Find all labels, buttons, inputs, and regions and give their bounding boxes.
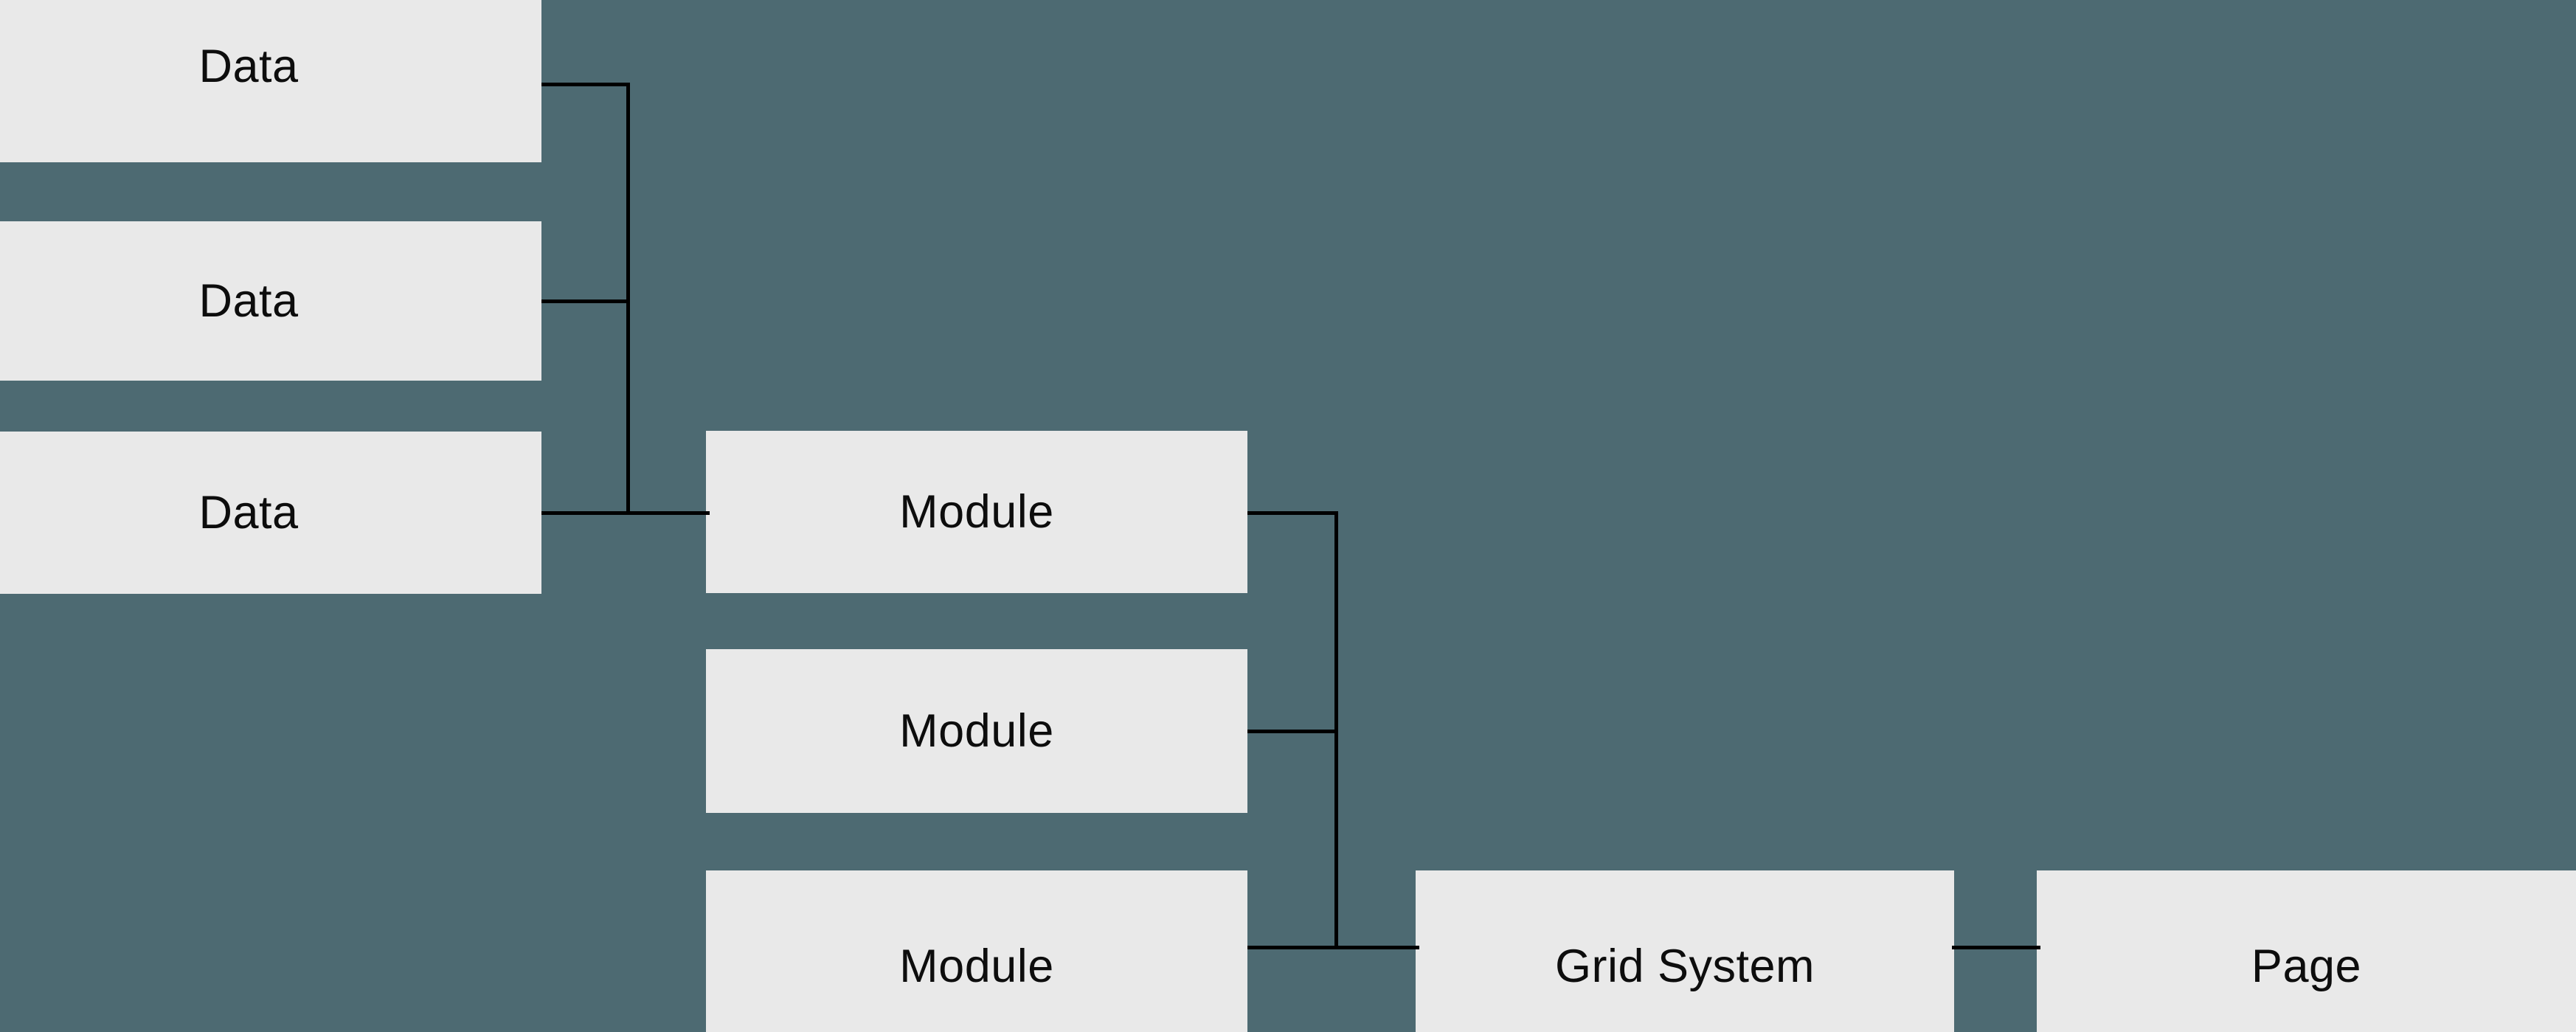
node-label: Data <box>198 40 299 92</box>
node-label: Module <box>899 704 1054 757</box>
node-page[interactable]: Page <box>2037 870 2576 1032</box>
node-data-1[interactable]: Data <box>0 0 541 162</box>
node-module-2[interactable]: Module <box>706 649 1247 813</box>
edge-grid-system-to-page <box>1952 946 2040 949</box>
edge-module-3-to-grid-system <box>1247 946 1419 949</box>
node-label: Page <box>2251 940 2362 992</box>
edge-module-2-to-bus <box>1247 730 1338 733</box>
node-label: Data <box>198 274 299 327</box>
node-label: Module <box>899 485 1054 538</box>
edge-data-vertical-bus <box>626 83 630 515</box>
edge-data-3-to-module-1 <box>541 511 710 515</box>
node-module-3[interactable]: Module <box>706 870 1247 1032</box>
node-module-1[interactable]: Module <box>706 431 1247 593</box>
node-label: Module <box>899 940 1054 992</box>
node-label: Data <box>198 486 299 538</box>
edge-data-1-to-bus <box>541 83 630 86</box>
node-data-2[interactable]: Data <box>0 221 541 381</box>
edge-module-vertical-bus <box>1334 511 1338 949</box>
node-grid-system[interactable]: Grid System <box>1416 870 1954 1032</box>
edge-module-1-to-bus <box>1247 511 1338 515</box>
node-data-3[interactable]: Data <box>0 432 541 594</box>
edge-data-2-to-bus <box>541 299 630 303</box>
node-label: Grid System <box>1554 940 1815 992</box>
